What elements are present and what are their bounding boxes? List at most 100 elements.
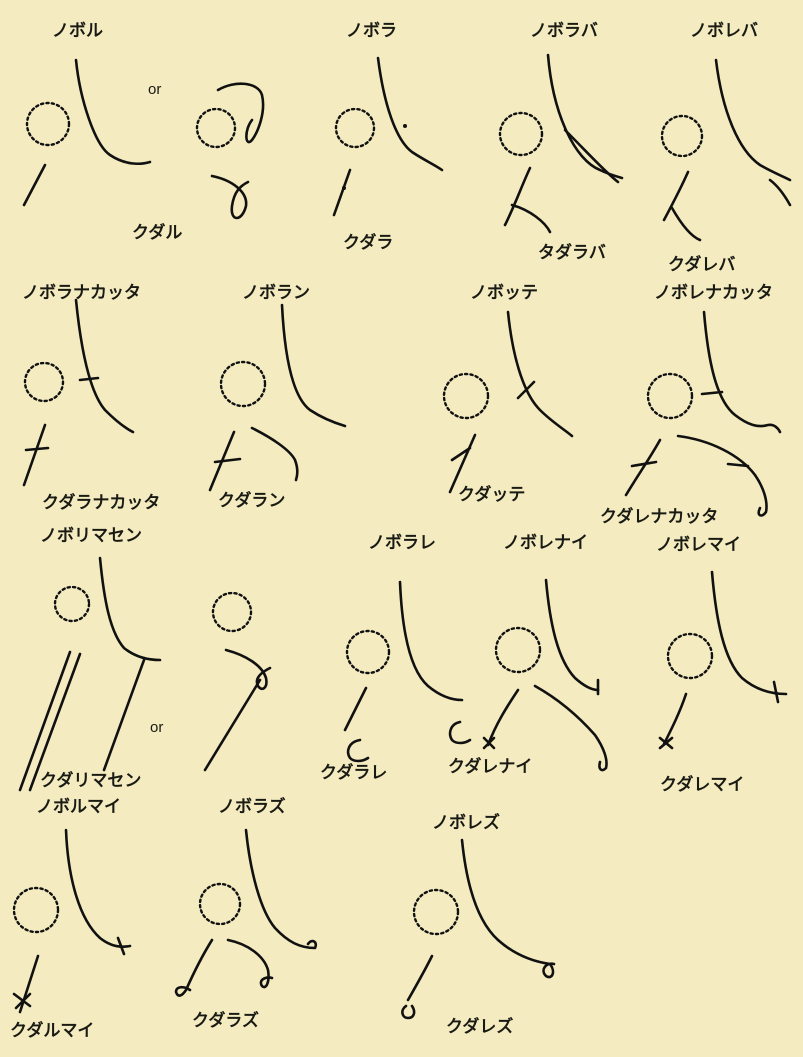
label-nobotte: ノボッテ: [470, 283, 538, 303]
hook-kudarare: [348, 740, 368, 761]
stroke-pa-noborapa: [565, 130, 618, 182]
group-nobotte: ノボッテ クダッテ: [444, 283, 572, 505]
label-kudarumai: クダルマイ: [10, 1020, 94, 1041]
group-noborapa: ノボラバ タダラバ: [500, 21, 622, 263]
stroke-kudarimasen-1: [20, 652, 70, 790]
label-noboranakatta: ノボラナカッタ: [22, 283, 141, 303]
stroke-noborezu: [462, 840, 554, 977]
tick-kudaran: [215, 459, 240, 462]
stroke-kudarenai-right: [535, 686, 607, 770]
stroke-kudarazu-right: [228, 940, 272, 987]
label-noboru: ノボル: [52, 21, 103, 41]
stroke-kudaremai: [664, 694, 686, 744]
stroke-tadarapa: [505, 168, 530, 225]
dotted-circle: [221, 362, 265, 406]
stroke-kudarumai: [20, 956, 38, 1012]
label-kudarazu: クダラズ: [192, 1010, 259, 1031]
stroke-noborazu: [246, 830, 316, 948]
dotted-circle: [500, 113, 542, 155]
tick-nobotte: [518, 382, 534, 398]
stroke-n-kudaran: [252, 428, 297, 480]
stroke-pa-noborepa: [770, 180, 790, 205]
stroke-pa-kudarepa: [672, 208, 700, 240]
hook-kudarezu: [402, 1006, 414, 1018]
stroke-noboran: [282, 305, 345, 426]
tick-noboranakatta: [80, 378, 98, 380]
group-noborumai: ノボルマイ クダルマイ: [10, 797, 130, 1041]
label-tadarapa: タダラバ: [538, 242, 606, 263]
label-nobora: ノボラ: [346, 21, 397, 41]
label-kudarenakatta: クダレナカッタ: [600, 506, 718, 527]
label-noborazu: ノボラズ: [218, 796, 286, 817]
label-kudara: クダラ: [343, 232, 393, 253]
stroke-kudarenakatta-left: [626, 440, 660, 495]
group-noboremai: ノボレマイ クダレマイ: [656, 535, 786, 795]
group-noborare: ノボラレ クダラレ: [320, 533, 470, 783]
stroke-kudaru: [24, 165, 45, 205]
label-kudarezu: クダレズ: [446, 1016, 513, 1037]
group-noboranakatta: ノボラナカッタ クダラナカッタ: [22, 283, 160, 513]
stroke-kudarezu: [408, 956, 432, 1000]
label-kudaran: クダラン: [218, 490, 285, 511]
stroke-kudarimasen-2: [30, 654, 80, 790]
stroke-nobora: [378, 58, 442, 170]
stroke-noborepa: [716, 60, 790, 180]
stroke-noboru-alt: [218, 84, 263, 142]
stroke-kudarare: [345, 688, 366, 730]
label-noborenai: ノボレナイ: [503, 533, 588, 553]
dotted-circle: [662, 116, 702, 156]
label-noborepa: ノボレバ: [690, 21, 758, 41]
stroke-noborimasen: [100, 558, 160, 660]
dotted-circle: [668, 634, 712, 678]
label-kudaru: クダル: [132, 222, 182, 243]
stroke-kudatte: [450, 435, 475, 492]
label-noborenakatta: ノボレナカッタ: [654, 283, 773, 303]
dotted-circle: [27, 103, 69, 145]
dotted-circle: [213, 593, 251, 631]
dotted-circle: [414, 890, 458, 934]
group-noboran: ノボラン クダラン: [210, 283, 345, 511]
dotted-circle: [347, 631, 389, 673]
or-text: or: [148, 81, 161, 98]
or-text: or: [150, 719, 163, 736]
stroke-kudarenai-left: [488, 690, 518, 745]
group-noborepa: ノボレバ クダレバ: [662, 21, 790, 275]
hook-noborare: [450, 722, 470, 743]
group-nobora: ノボラ クダラ: [334, 21, 442, 253]
stroke-kudaranakatta: [24, 425, 45, 485]
label-kudarenai: クダレナイ: [448, 756, 532, 777]
label-kudarepa: クダレバ: [668, 254, 735, 275]
stroke-nobotte: [508, 312, 572, 436]
label-noboran: ノボラン: [242, 283, 310, 303]
label-kudarimasen: クダリマセン: [40, 770, 141, 791]
dotted-circle: [648, 374, 692, 418]
group-noborezu: ノボレズ クダレズ: [402, 812, 554, 1037]
dotted-circle: [200, 884, 240, 924]
label-kudaremai: クダレマイ: [660, 774, 744, 795]
stroke-noborare: [400, 582, 462, 700]
group-noboru: ノボル or クダル: [24, 21, 263, 243]
label-noborare: ノボラレ: [368, 533, 436, 553]
stroke-noborenai: [546, 580, 598, 690]
label-kudarare: クダラレ: [320, 762, 387, 783]
stroke-kudaru-alt: [212, 176, 248, 218]
label-noborezu: ノボレズ: [432, 812, 500, 833]
label-noborimasen: ノボリマセン: [40, 526, 142, 546]
stroke-kudara: [334, 170, 350, 215]
stroke-noboremai: [712, 572, 786, 694]
stroke-kudarenakatta-right: [678, 436, 767, 515]
dotted-circle: [496, 628, 540, 672]
stroke-kudarimasen-3: [104, 660, 144, 770]
stroke-noboranakatta: [76, 300, 133, 432]
dotted-circle: [55, 587, 89, 621]
dotted-circle: [25, 363, 63, 401]
group-noborenai: ノボレナイ クダレナイ: [448, 533, 607, 777]
label-noborapa: ノボラバ: [530, 21, 598, 41]
stroke-noborumai: [66, 830, 130, 947]
group-noborazu: ノボラズ クダラズ: [176, 796, 316, 1031]
stroke-kudarazu-left: [176, 940, 212, 996]
group-noborimasen: ノボリマセン or クダリマセン: [20, 526, 270, 791]
label-kudatte: クダッテ: [458, 484, 525, 505]
dotted-circle: [444, 374, 488, 418]
